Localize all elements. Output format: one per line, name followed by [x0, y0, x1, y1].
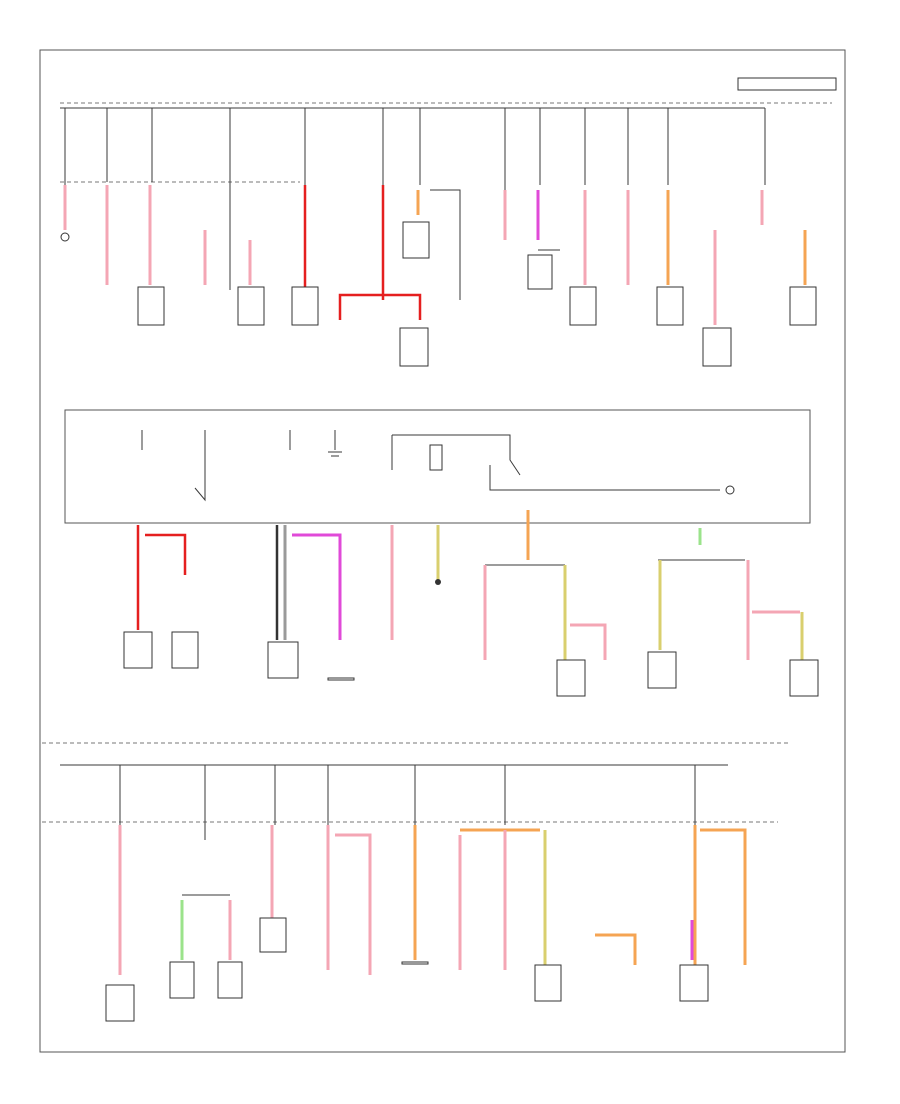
middle-switches: [141, 430, 735, 502]
wire-orange-low-3: [595, 933, 637, 965]
wire-red-mid-2: [145, 533, 187, 575]
diagram-frame: [39, 49, 846, 1053]
wire-pink-low-4: [326, 825, 372, 975]
wire-magenta-mid: [292, 533, 342, 640]
header-block: [737, 77, 837, 91]
wire-pink-mid-3: [570, 623, 607, 660]
wire-orange-low-5: [700, 828, 747, 965]
lower-fuse-drops: [119, 765, 696, 840]
top-components: [60, 189, 817, 367]
middle-section-box: [64, 409, 811, 524]
top-fuse-drops: [64, 108, 766, 300]
splice-dot: [435, 579, 441, 585]
middle-components: [123, 631, 819, 697]
wire-red-top: [303, 185, 422, 320]
lower-components: [105, 917, 709, 1022]
